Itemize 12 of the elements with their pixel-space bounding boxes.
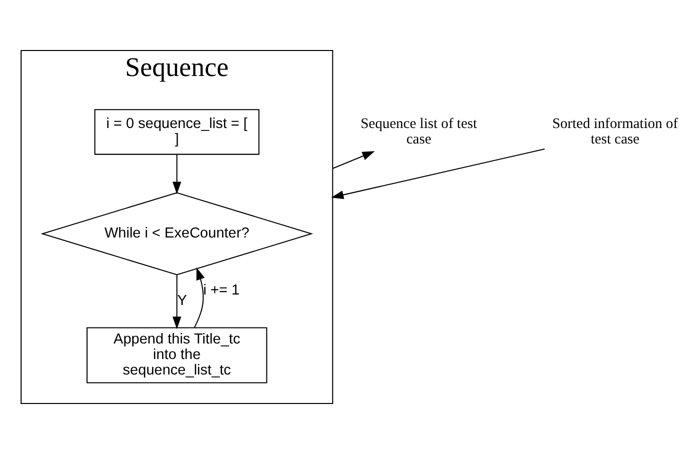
node-box: Append this Title_tc into the sequence_list_tc	[86, 327, 268, 384]
edge-label: Y	[177, 293, 187, 310]
arrow	[172, 274, 182, 330]
edge-label: i += 1	[203, 282, 240, 298]
node-diamond: While i < ExeCounter?	[40, 192, 314, 276]
arrow	[331, 148, 545, 200]
arrow	[194, 267, 205, 328]
arrow	[172, 154, 182, 194]
node-text: Sorted information of test case	[552, 116, 678, 148]
node-text: Sequence list of test case	[360, 116, 478, 148]
node-box: i = 0 sequence_list = [ ]	[94, 109, 260, 155]
arrow	[332, 151, 375, 170]
